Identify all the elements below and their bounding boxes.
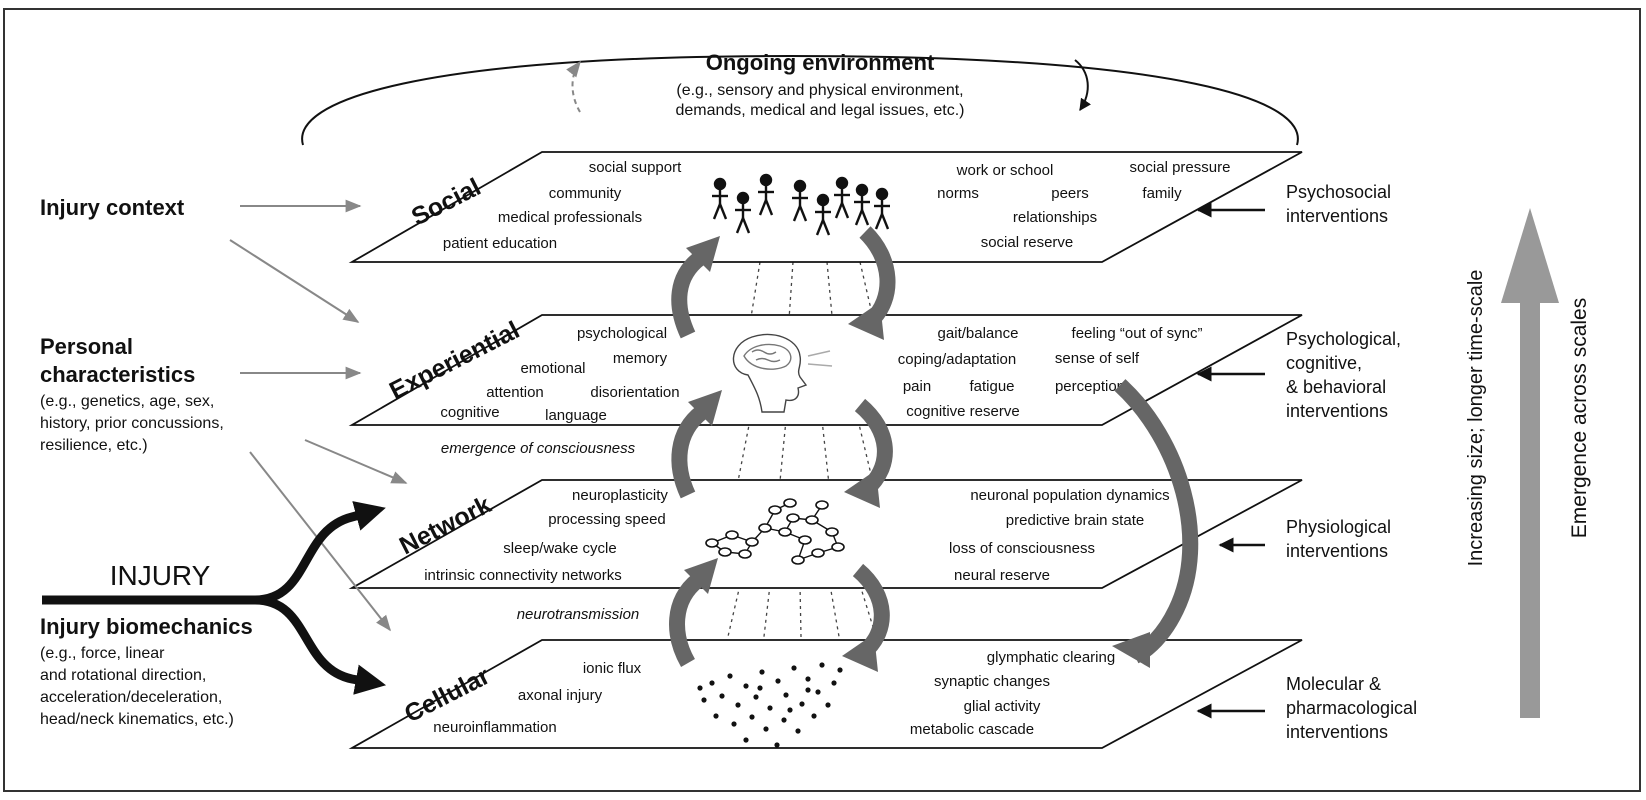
neural-network-icon (705, 498, 845, 565)
plane-experiential: Experiential psychological memory emotio… (348, 314, 1303, 426)
term-memory: memory (613, 350, 668, 367)
injury-label: INJURY (110, 560, 211, 591)
environment-feedback-arrow (566, 60, 581, 113)
psychological-line-2: cognitive, (1286, 353, 1362, 373)
molecular-line-2: pharmacological (1286, 698, 1417, 718)
physiological-line-1: Physiological (1286, 517, 1391, 537)
head-brain-icon (732, 333, 833, 413)
psychological-line-3: & behavioral (1286, 377, 1386, 397)
figure-frame (3, 8, 1641, 792)
environment-title: Ongoing environment (706, 50, 935, 75)
biomech-sub-line-4: head/neck kinematics, etc.) (40, 711, 234, 728)
injury-fork-arrows (42, 501, 387, 695)
term-glial-activity: glial activity (964, 698, 1041, 715)
plane-cellular: Cellular ionic flux axonal injury neuroi… (348, 639, 1303, 749)
term-neural-reserve: neural reserve (954, 567, 1050, 584)
cycle-arrows (669, 226, 1199, 672)
term-neuronal-population-dynamics: neuronal population dynamics (970, 487, 1169, 504)
term-loss-of-consciousness: loss of consciousness (949, 540, 1095, 557)
term-community: community (549, 185, 622, 202)
biomech-sub-line-1: (e.g., force, linear (40, 645, 165, 662)
term-pain: pain (903, 378, 931, 395)
personal-title-line-2: characteristics (40, 362, 195, 387)
personal-title-line-1: Personal (40, 334, 133, 359)
environment-arc (301, 54, 1299, 146)
term-metabolic-cascade: metabolic cascade (910, 721, 1034, 738)
term-cognitive-reserve: cognitive reserve (906, 403, 1019, 420)
term-psychological: psychological (577, 325, 667, 342)
interventions: Psychosocial interventions Psychological… (1196, 182, 1417, 742)
biomech-sub-line-2: and rotational direction, (40, 667, 206, 684)
plane-network: Network neuroplasticity processing speed… (348, 479, 1303, 589)
term-norms: norms (937, 185, 979, 202)
physiological-line-2: interventions (1286, 541, 1388, 561)
people-icon (712, 173, 890, 236)
term-work-or-school: work or school (956, 162, 1054, 179)
term-intrinsic-connectivity-networks: intrinsic connectivity networks (424, 567, 622, 584)
emergence-arrow-head (1501, 208, 1559, 303)
term-fatigue: fatigue (969, 378, 1014, 395)
personal-sub-line-3: resilience, etc.) (40, 437, 148, 454)
term-predictive-brain-state: predictive brain state (1006, 512, 1144, 529)
term-perception: perception (1055, 378, 1125, 395)
environment-line-2: demands, medical and legal issues, etc.) (675, 102, 964, 119)
term-family: family (1142, 185, 1182, 202)
increasing-size-label: Increasing size; longer time-scale (1465, 270, 1487, 567)
psychosocial-line-1: Psychosocial (1286, 182, 1391, 202)
term-attention: attention (486, 384, 544, 401)
injury-context-label: Injury context (40, 195, 185, 220)
term-social-pressure: social pressure (1130, 159, 1231, 176)
term-emotional: emotional (520, 360, 585, 377)
term-disorientation: disorientation (590, 384, 679, 401)
term-gait-balance: gait/balance (938, 325, 1019, 342)
personal-sub-line-2: history, prior concussions, (40, 415, 224, 432)
term-processing-speed: processing speed (548, 511, 666, 528)
term-ionic-flux: ionic flux (583, 660, 642, 677)
term-feeling-out-of-sync: feeling “out of sync” (1072, 325, 1203, 342)
psychological-line-4: interventions (1286, 401, 1388, 421)
neurotransmission-label: neurotransmission (517, 606, 640, 623)
term-sense-of-self: sense of self (1055, 350, 1140, 367)
term-language: language (545, 407, 607, 424)
scale-axis: Increasing size; longer time-scale Emerg… (1465, 208, 1591, 718)
molecular-line-1: Molecular & (1286, 674, 1381, 694)
term-coping-adaptation: coping/adaptation (898, 351, 1016, 368)
environment-line-1: (e.g., sensory and physical environment, (676, 82, 963, 99)
biomechanics-title: Injury biomechanics (40, 614, 253, 639)
emergence-of-consciousness-label: emergence of consciousness (441, 440, 636, 457)
term-social-support: social support (589, 159, 682, 176)
molecular-line-3: interventions (1286, 722, 1388, 742)
term-patient-education: patient education (443, 235, 557, 252)
psychosocial-line-2: interventions (1286, 206, 1388, 226)
term-synaptic-changes: synaptic changes (934, 673, 1050, 690)
term-peers: peers (1051, 185, 1089, 202)
term-neuroplasticity: neuroplasticity (572, 487, 668, 504)
term-axonal-injury: axonal injury (518, 687, 603, 704)
emergence-arrow-shaft (1520, 300, 1540, 718)
term-glymphatic-clearing: glymphatic clearing (987, 649, 1115, 666)
term-relationships: relationships (1013, 209, 1097, 226)
personal-sub-line-1: (e.g., genetics, age, sex, (40, 393, 214, 410)
environment-section: Ongoing environment (e.g., sensory and p… (301, 50, 1299, 146)
environment-influence-arrow (1074, 59, 1091, 111)
term-medical-professionals: medical professionals (498, 209, 642, 226)
left-factors: Injury context Personal characteristics … (40, 195, 253, 728)
psychological-line-1: Psychological, (1286, 329, 1401, 349)
term-social-reserve: social reserve (981, 234, 1074, 251)
plane-social: Social social support community medical … (348, 151, 1303, 263)
emergence-across-scales-label: Emergence across scales (1568, 298, 1591, 538)
term-neuroinflammation: neuroinflammation (433, 719, 556, 736)
molecules-dots-icon (697, 662, 843, 748)
biomech-sub-line-3: acceleration/deceleration, (40, 689, 222, 706)
term-cognitive: cognitive (440, 404, 499, 421)
term-sleep-wake-cycle: sleep/wake cycle (503, 540, 616, 557)
